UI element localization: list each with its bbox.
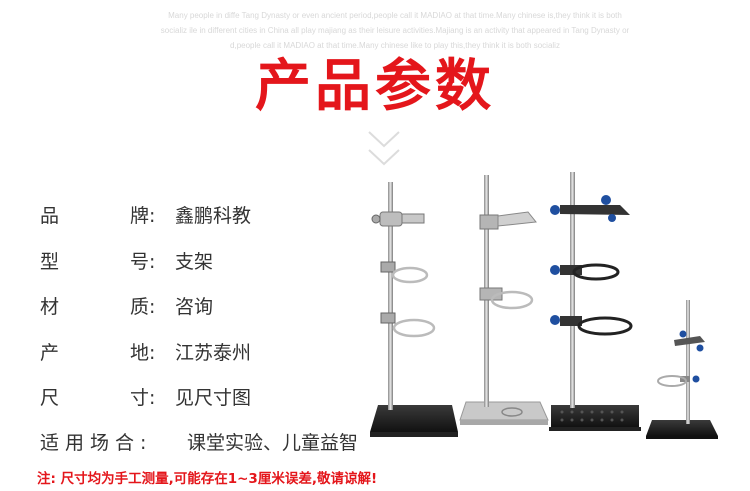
spec-row-usage: 适用场合: 课堂实验、儿童益智 xyxy=(40,428,380,458)
spec-row-model: 型 号: 支架 xyxy=(40,247,380,277)
spec-label: 寸: xyxy=(130,387,156,409)
spec-value: 鑫鹏科教 xyxy=(175,205,252,227)
background-watermark-text: Many people in diffe Tang Dynasty or eve… xyxy=(150,8,640,53)
spec-value: 课堂实验、儿童益智 xyxy=(187,432,359,454)
spec-label: 质: xyxy=(130,296,156,318)
spec-label: 适用场合: xyxy=(40,432,153,454)
background-text-line: socializ ile in different cities in Chin… xyxy=(160,26,630,35)
background-text-line: Many people in diffe Tang Dynasty or eve… xyxy=(168,11,622,20)
spec-label: 尺 xyxy=(40,387,60,409)
product-image xyxy=(370,172,718,439)
measurement-note: 注: 尺寸均为手工测量,可能存在1~3厘米误差,敬请谅解! xyxy=(37,471,378,487)
spec-label: 号: xyxy=(130,251,156,273)
page-title: 产品参数 xyxy=(255,54,495,119)
retort-stand xyxy=(646,300,718,439)
spec-label: 材 xyxy=(40,296,60,318)
spec-row-origin: 产 地: 江苏泰州 xyxy=(40,338,380,368)
spec-row-material: 材 质: 咨询 xyxy=(40,292,380,322)
spec-value: 支架 xyxy=(175,251,214,273)
spec-row-size: 尺 寸: 见尺寸图 xyxy=(40,383,380,413)
chevron-down-icon xyxy=(368,131,400,166)
spec-label: 产 xyxy=(40,342,60,364)
spec-value: 江苏泰州 xyxy=(175,342,252,364)
retort-stand xyxy=(370,182,458,437)
retort-stand xyxy=(549,172,641,431)
spec-row-brand: 品 牌: 鑫鹏科教 xyxy=(40,201,380,231)
spec-value: 咨询 xyxy=(175,296,214,318)
spec-label: 品 xyxy=(40,205,60,227)
retort-stand xyxy=(459,175,549,425)
spec-label: 地: xyxy=(130,342,156,364)
background-text-line: d,people call it MADIAO at that time.Man… xyxy=(230,41,560,50)
spec-label: 牌: xyxy=(130,205,156,227)
spec-value: 见尺寸图 xyxy=(175,387,252,409)
spec-label: 型 xyxy=(40,251,60,273)
